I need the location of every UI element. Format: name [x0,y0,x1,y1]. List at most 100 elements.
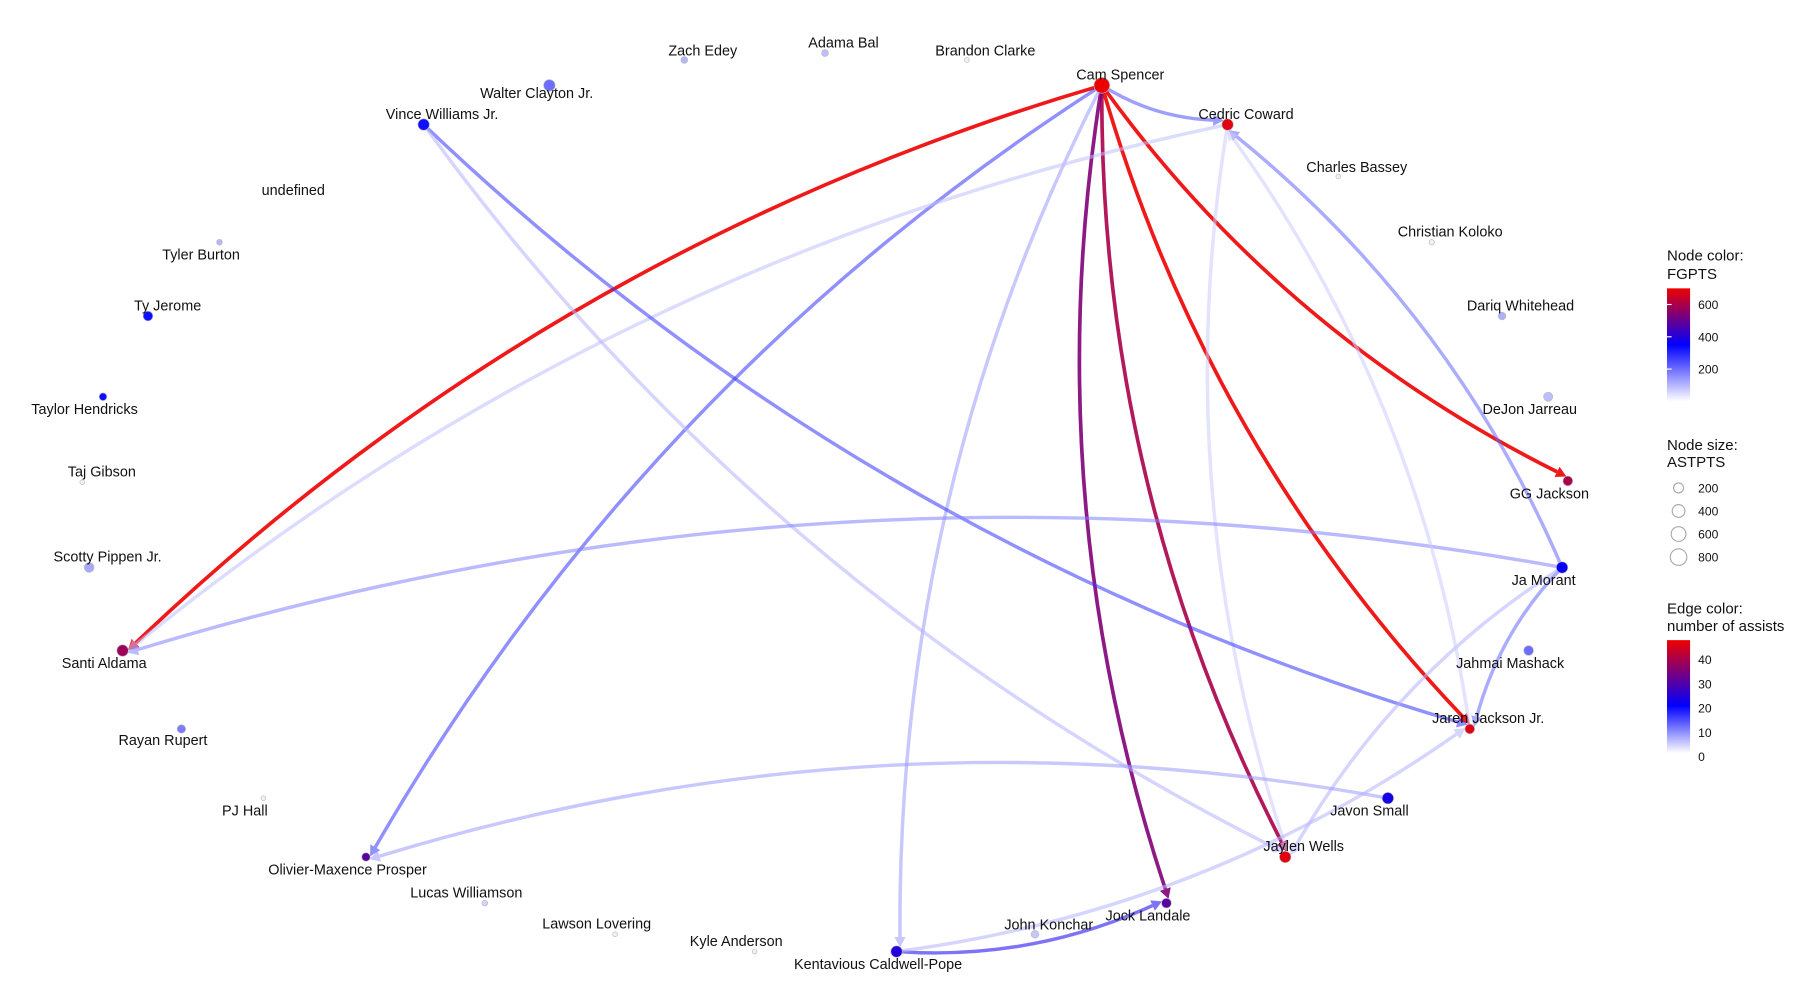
arrowhead-kentavious-caldwell-pope [894,936,906,948]
node-dariq-whitehead[interactable] [1497,311,1507,321]
node-label-zach-edey: Zach Edey [668,43,738,59]
node-pj-hall[interactable] [260,795,267,801]
node-label-jock-landale: Jock Landale [1106,908,1191,924]
node-ty-jerome[interactable] [142,310,154,322]
node-label-undefined: undefined [262,183,325,199]
arrowhead-jaren-jackson-jr [1471,715,1483,727]
node-label-ja-morant: Ja Morant [1512,573,1576,589]
node-label-santi-aldama: Santi Aldama [62,656,148,672]
node-kyle-anderson[interactable] [751,948,758,955]
node-john-konchar[interactable] [1030,930,1040,939]
arrowhead-cedric-coward [1227,130,1238,142]
node-label-lucas-williamson: Lucas Williamson [410,885,522,901]
edge-cam-spencer-to-jaren-jackson-jr [1100,84,1465,718]
legend-node-size-title-2: ASTPTS [1667,454,1725,471]
node-label-javon-small: Javon Small [1330,803,1408,819]
node-dejon-jarreau[interactable] [1543,391,1554,402]
node-jock-landale[interactable] [1161,897,1172,909]
node-walter-clayton-jr[interactable] [543,79,556,92]
edge-kentavious-caldwell-pope-to-jock-landale [896,904,1154,955]
node-tyler-burton[interactable] [216,238,223,246]
node-charles-bassey[interactable] [1335,173,1342,180]
edge-cedric-coward-to-jaylen-wells [1205,124,1286,843]
arrowhead-jock-landale [1159,887,1171,899]
node-santi-aldama[interactable] [116,644,129,657]
node-brandon-clarke[interactable] [964,57,970,63]
edge-cam-spencer-to-jaylen-wells [1099,85,1284,844]
legend-node-color-title-1: Node color: [1667,248,1744,265]
legend-node-colorbar [1667,288,1691,402]
node-label-gg-jackson: GG Jackson [1510,486,1589,502]
node-jaren-jackson-jr[interactable] [1464,723,1476,735]
edge-jaren-jackson-jr-to-cedric-coward [1231,137,1472,730]
node-label-jahmai-mashack: Jahmai Mashack [1456,656,1565,672]
node-jahmai-mashack[interactable] [1523,645,1534,656]
node-label-jaylen-wells: Jaylen Wells [1263,839,1344,855]
node-olivier-maxence-prosper[interactable] [361,852,371,862]
legend-node-size-label: 800 [1698,551,1718,565]
arrowhead-jaylen-wells [1278,840,1290,852]
node-label-vince-williams-jr: Vince Williams Jr. [386,107,499,123]
node-cedric-coward[interactable] [1221,118,1234,131]
legend-size-circle [1672,482,1685,494]
legend-size-circle [1671,504,1686,518]
node-zach-edey[interactable] [680,56,689,64]
node-vince-williams-jr[interactable] [417,118,430,131]
node-label-brandon-clarke: Brandon Clarke [935,43,1035,59]
legend-node-size-title-1: Node size: [1667,437,1738,454]
legend-edge-color-tick: 20 [1698,702,1712,716]
edge-cam-spencer-to-olivier-maxence-prosper [373,83,1103,849]
node-jaylen-wells[interactable] [1279,850,1292,864]
edge-cam-spencer-to-kentavious-caldwell-pope [898,84,1104,938]
node-label-cedric-coward: Cedric Coward [1198,107,1293,123]
node-label-ty-jerome: Ty Jerome [134,298,201,314]
node-label-pj-hall: PJ Hall [222,803,268,819]
node-lawson-lovering[interactable] [612,931,618,937]
arrowhead-olivier-maxence-prosper [370,844,381,857]
edge-cam-spencer-to-cedric-coward [1100,83,1214,122]
arrowhead-jaylen-wells [1290,843,1301,856]
node-label-taj-gibson: Taj Gibson [68,464,136,480]
node-javon-small[interactable] [1381,792,1394,805]
legend-edge-colorbar [1667,640,1691,754]
node-scotty-pippen-jr[interactable] [83,562,95,573]
arrowhead-santi-aldama [127,644,140,656]
arrowhead-jaren-jackson-jr [1453,728,1466,739]
edge-ja-morant-to-jaren-jackson-jr [1475,566,1564,718]
node-ja-morant[interactable] [1555,561,1569,574]
node-christian-koloko[interactable] [1428,239,1435,246]
edge-ja-morant-to-cedric-coward [1235,135,1564,569]
edge-cedric-coward-to-santi-aldama [135,122,1228,646]
node-rayan-rupert[interactable] [176,724,187,734]
legend-edge-color-tick: 30 [1698,677,1712,691]
arrowhead-jaren-jackson-jr [1455,716,1468,728]
node-label-dariq-whitehead: Dariq Whitehead [1467,298,1574,314]
node-label-charles-bassey: Charles Bassey [1306,160,1408,176]
node-label-lawson-lovering: Lawson Lovering [542,916,651,932]
edge-kentavious-caldwell-pope-to-jaren-jackson-jr [896,732,1458,954]
node-label-walter-clayton-jr: Walter Clayton Jr. [480,86,593,102]
node-label-taylor-hendricks: Taylor Hendricks [31,402,137,418]
node-gg-jackson[interactable] [1562,475,1574,487]
node-label-olivier-maxence-prosper: Olivier-Maxence Prosper [268,862,427,878]
node-label-kyle-anderson: Kyle Anderson [690,934,783,950]
edge-ja-morant-to-jaylen-wells [1294,566,1563,848]
node-lucas-williamson[interactable] [481,899,489,907]
node-kentavious-caldwell-pope[interactable] [890,945,903,958]
legend-node-size-label: 400 [1698,505,1718,519]
node-taj-gibson[interactable] [79,479,85,485]
node-label-tyler-burton: Tyler Burton [162,248,240,264]
arrowhead-gg-jackson [1554,466,1567,477]
edges-layer [127,83,1567,955]
node-label-john-konchar: John Konchar [1004,918,1093,934]
node-cam-spencer[interactable] [1093,77,1111,94]
node-adama-bal[interactable] [821,49,829,57]
node-taylor-hendricks[interactable] [98,392,108,401]
legend-node-size-label: 200 [1698,482,1718,496]
node-label-christian-koloko: Christian Koloko [1398,224,1503,240]
edge-ja-morant-to-santi-aldama [137,515,1563,652]
